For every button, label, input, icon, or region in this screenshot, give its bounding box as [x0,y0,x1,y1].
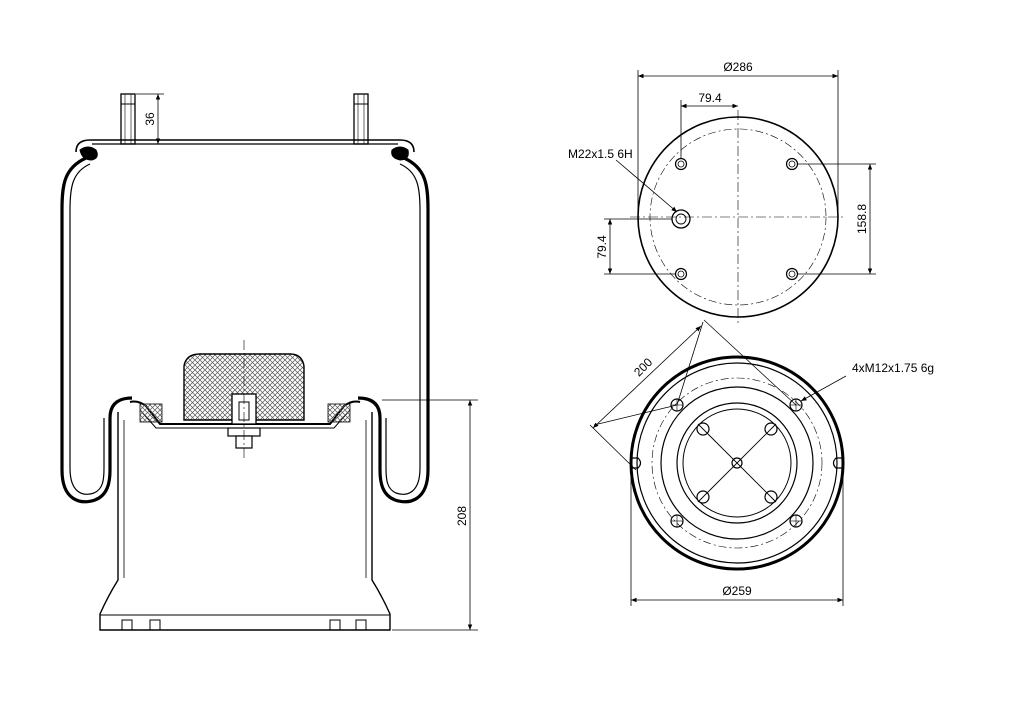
top-dimensions [604,70,876,275]
mounting-stud-right [353,93,369,145]
bottom-inner-hole-lr [764,490,778,504]
side-view [60,93,430,631]
bottom-ring-3 [660,386,814,540]
callout-bolt-thread: 4xM12x1.75 6g [852,361,934,375]
top-hole-lower-right [785,267,799,281]
top-hole-upper-right [785,157,799,171]
side-dimensions [136,93,478,631]
dim-bottom-diameter: Ø259 [722,584,752,598]
dim-top-diameter: Ø286 [723,60,753,74]
bottom-inner-hole-ur [764,422,778,436]
bottom-outer-ring [629,355,845,571]
bottom-view [629,355,845,571]
piston [99,412,391,631]
dim-bolt-circle: 200 [631,355,655,379]
dim-total-height: 208 [455,506,469,526]
bottom-inner-hole-ul [696,422,710,436]
dim-stud-height: 36 [143,112,157,126]
bottom-slot-right [832,457,843,469]
bottom-bolt-circle [651,377,823,549]
bottom-slot-left [631,457,642,469]
bottom-inner-hole-ll [696,490,710,504]
mounting-stud-left [120,93,136,145]
bottom-ring-2 [636,362,838,564]
rubber-bellow [60,156,430,504]
top-bead-plate [75,139,415,161]
bottom-hole-lr [789,514,803,528]
dim-top-spacing-y: 158.8 [855,204,869,234]
bottom-center-hole [731,457,743,469]
top-view [630,110,846,324]
bottom-ring-5 [682,408,792,518]
dim-top-offset-x: 79.4 [698,91,722,105]
callout-inlet-thread: M22x1.5 6H [568,147,633,161]
top-hole-lower-left [674,267,688,281]
bottom-dimensions [589,319,847,606]
top-hole-upper-left [674,157,688,171]
dim-top-offset-y: 79.4 [595,235,609,259]
bottom-hole-ll [670,514,684,528]
bump-stop [183,353,305,421]
bottom-ring-4 [676,402,798,524]
air-inlet-port [671,209,691,229]
